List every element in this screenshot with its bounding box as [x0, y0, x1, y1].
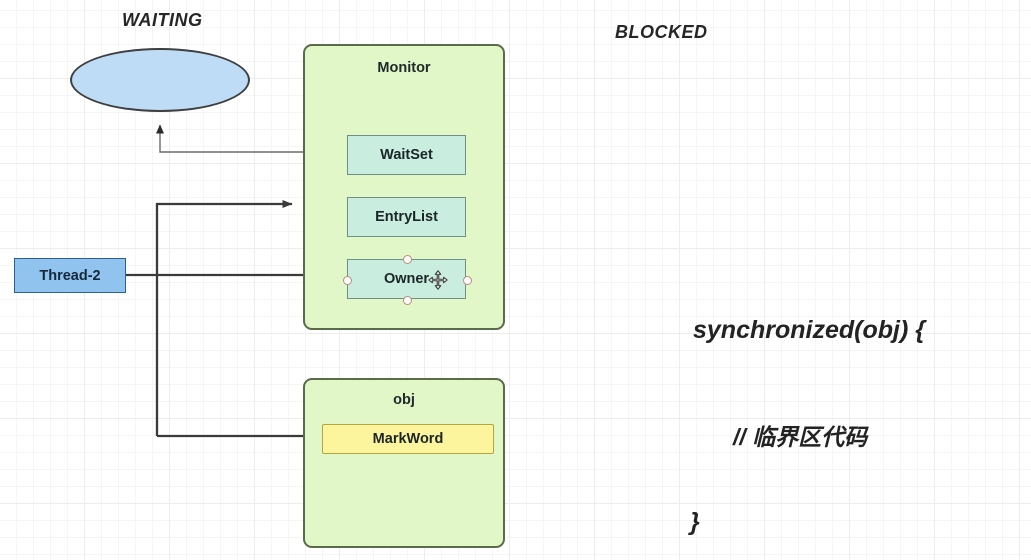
- monitor-slot-waitset-label: WaitSet: [380, 147, 433, 163]
- waiting-state-ellipse[interactable]: [70, 48, 250, 112]
- selection-handle-bottom[interactable]: [403, 296, 412, 305]
- code-line-closing-brace: }: [690, 508, 700, 536]
- state-label-waiting: WAITING: [122, 10, 203, 30]
- obj-slot-markword[interactable]: MarkWord: [322, 424, 494, 454]
- thread-2-box[interactable]: Thread-2: [14, 258, 126, 293]
- connector-thread-to-entrylist: [155, 200, 293, 436]
- monitor-slot-entrylist-label: EntryList: [375, 209, 438, 225]
- monitor-slot-owner-label: Owner: [383, 271, 430, 287]
- obj-title: obj: [393, 392, 415, 408]
- monitor-slot-entrylist[interactable]: EntryList: [347, 197, 466, 237]
- move-cursor-icon: [428, 270, 448, 290]
- obj-box[interactable]: obj MarkWord: [303, 378, 505, 548]
- monitor-title: Monitor: [377, 60, 431, 76]
- selection-handle-top[interactable]: [403, 255, 412, 264]
- state-label-blocked: BLOCKED: [615, 22, 708, 42]
- code-line-synchronized: synchronized(obj) {: [693, 316, 925, 344]
- selection-handle-right[interactable]: [463, 275, 472, 285]
- monitor-box[interactable]: Monitor WaitSet EntryList Owner: [303, 44, 505, 330]
- code-line-comment: // 临界区代码: [733, 424, 868, 450]
- monitor-slot-waitset[interactable]: WaitSet: [347, 135, 466, 175]
- thread-2-label: Thread-2: [39, 267, 101, 284]
- obj-slot-markword-label: MarkWord: [372, 431, 444, 447]
- monitor-slot-owner[interactable]: Owner: [343, 255, 472, 305]
- selection-handle-left[interactable]: [343, 275, 352, 285]
